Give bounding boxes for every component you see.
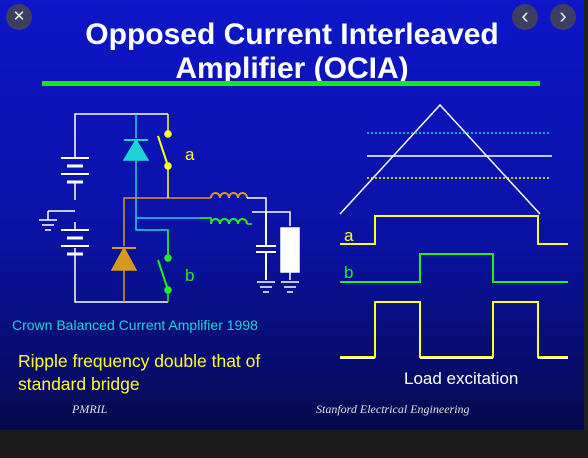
switch-b-blade	[157, 259, 169, 291]
slide-title-line1: Opposed Current Interleaved	[85, 18, 499, 51]
inductor-orange	[210, 192, 248, 199]
slide-title-line2: Amplifier (OCIA)	[175, 52, 409, 85]
switch-b-label: b	[185, 266, 194, 285]
ground-left	[39, 210, 75, 231]
ripple-note: Ripple frequency double that of standard…	[18, 350, 260, 396]
viewer-bottom-strip	[0, 430, 588, 458]
supply-rail-bottom	[74, 248, 168, 303]
cyan-diode-wire	[135, 114, 169, 258]
chevron-right-icon[interactable]: ›	[550, 4, 576, 30]
ocia-diagram: a b a b	[39, 103, 568, 359]
ground-cap	[257, 281, 275, 293]
inductor-green-lead	[200, 217, 212, 224]
wave-b	[340, 253, 568, 283]
viewer-side-strip	[584, 0, 588, 430]
title-underline	[42, 81, 540, 86]
cyan-diode	[122, 138, 150, 161]
circuit-caption: Crown Balanced Current Amplifier 1998	[12, 317, 258, 333]
inductor-out-wire	[252, 211, 291, 226]
wave-b-label: b	[344, 263, 353, 282]
triangle-carrier	[339, 103, 541, 215]
inductor-out-top	[247, 197, 267, 212]
ripple-note-line2: standard bridge	[18, 374, 140, 394]
output-capacitor	[256, 212, 276, 280]
close-icon[interactable]: ✕	[6, 4, 32, 30]
footer-right: Stanford Electrical Engineering	[316, 402, 470, 416]
supply-rail-top	[74, 113, 168, 158]
wave-a	[340, 215, 568, 245]
wave-load-yellow	[340, 301, 568, 358]
load-resistor	[280, 227, 300, 273]
circuit-schematic	[39, 113, 300, 303]
waveforms	[339, 103, 568, 359]
load-excitation-label: Load excitation	[404, 369, 519, 388]
ripple-note-line1: Ripple frequency double that of	[18, 351, 261, 371]
battery-top	[61, 157, 89, 200]
switch-a-blade	[157, 135, 169, 167]
switch-a-label: a	[185, 145, 195, 164]
orange-diode	[110, 246, 138, 271]
slide: Opposed Current Interleaved Amplifier (O…	[0, 0, 584, 430]
ground-load	[281, 281, 299, 293]
footer-left: PMRIL	[72, 402, 108, 416]
inductor-green	[210, 218, 248, 225]
wave-a-label: a	[344, 226, 354, 245]
orange-diode-wire	[123, 197, 168, 302]
chevron-left-icon[interactable]: ‹	[512, 4, 538, 30]
battery-bottom	[61, 222, 89, 256]
